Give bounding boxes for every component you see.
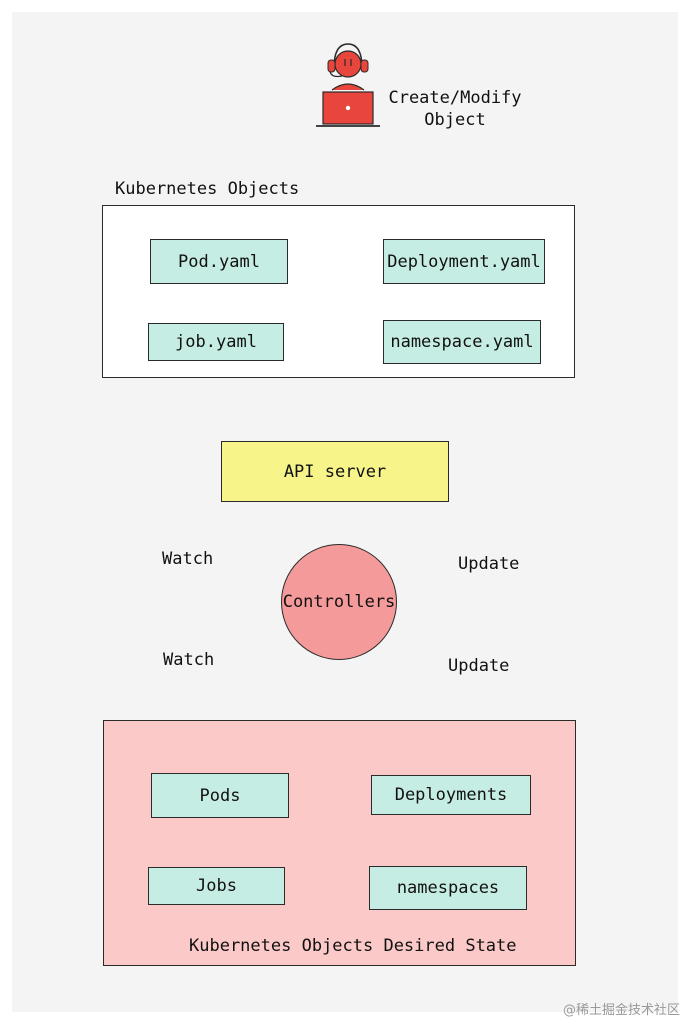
pod-yaml-box: Pod.yaml [150, 239, 288, 284]
job-yaml-box: job.yaml [148, 323, 284, 361]
controllers-node: Controllers [281, 544, 397, 660]
watch-label-top: Watch [162, 549, 214, 569]
person-with-headset-at-laptop-icon [316, 43, 380, 127]
watermark: @稀土掘金技术社区 [562, 1003, 680, 1018]
actor-label: Create/Modify Object [388, 87, 522, 131]
namespaces-box: namespaces [369, 866, 527, 910]
jobs-box: Jobs [148, 867, 285, 905]
namespace-yaml-box: namespace.yaml [383, 320, 541, 364]
api-server-box: API server [221, 441, 449, 502]
desired-state-container [103, 720, 576, 966]
k8s-objects-title: Kubernetes Objects [115, 179, 300, 199]
pods-box: Pods [151, 773, 289, 818]
deployments-box: Deployments [371, 775, 531, 815]
actor-label-line1: Create/Modify [388, 88, 522, 108]
watch-label-bottom: Watch [163, 650, 215, 670]
update-label-top: Update [458, 554, 520, 574]
actor-label-line2: Object [424, 110, 486, 130]
update-label-bottom: Update [448, 656, 510, 676]
desired-state-title: Kubernetes Objects Desired State [189, 936, 517, 956]
deployment-yaml-box: Deployment.yaml [383, 239, 545, 284]
